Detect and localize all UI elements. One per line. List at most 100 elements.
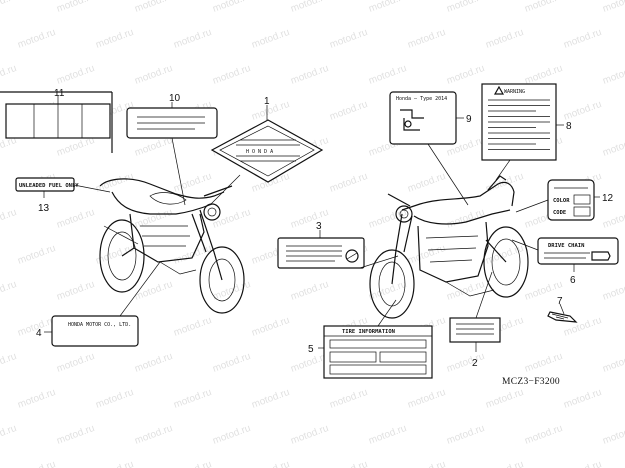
watermark-text: motod.ru xyxy=(445,351,486,375)
callout-1: 1 xyxy=(264,96,270,107)
label-2 xyxy=(449,271,501,352)
watermark-text: motod.ru xyxy=(0,0,18,15)
code-text: CODE xyxy=(553,210,566,216)
label-9: Honda — Type 2014 xyxy=(389,91,469,206)
watermark-text: motod.ru xyxy=(0,207,18,231)
watermark-text: motod.ru xyxy=(94,27,135,51)
watermark-text: motod.ru xyxy=(250,27,291,51)
watermark-text: motod.ru xyxy=(250,99,291,123)
watermark-text: motod.ru xyxy=(250,315,291,339)
watermark-text: motod.ru xyxy=(562,99,603,123)
drive-chain-text: DRIVE CHAIN xyxy=(548,243,584,249)
label-6: DRIVE CHAIN xyxy=(511,237,619,272)
callout-7: 7 xyxy=(557,296,563,307)
watermark-text: motod.ru xyxy=(562,459,603,468)
callout-12: 12 xyxy=(602,193,614,204)
watermark-text: motod.ru xyxy=(172,315,213,339)
watermark-text: motod.ru xyxy=(367,423,408,447)
watermark-text: motod.ru xyxy=(172,459,213,468)
watermark-text: motod.ru xyxy=(445,63,486,87)
callout-8: 8 xyxy=(566,121,572,132)
motorcycle-right xyxy=(369,175,529,319)
watermark-text: motod.ru xyxy=(484,243,525,267)
tire-info-text: TIRE INFORMATION xyxy=(342,329,395,335)
watermark-text: motod.ru xyxy=(172,387,213,411)
callout-4: 4 xyxy=(36,328,42,339)
watermark-text: motod.ru xyxy=(445,423,486,447)
watermark-text: motod.ru xyxy=(55,63,96,87)
watermark-text: motod.ru xyxy=(523,63,564,87)
callout-2: 2 xyxy=(472,358,478,369)
watermark-text: motod.ru xyxy=(289,207,330,231)
watermark-text: motod.ru xyxy=(94,171,135,195)
watermark-text: motod.ru xyxy=(55,423,96,447)
label-7 xyxy=(547,303,578,323)
watermark-text: motod.ru xyxy=(133,207,174,231)
watermark-text: motod.ru xyxy=(367,0,408,15)
label-3 xyxy=(277,230,399,269)
honda-type-text: Honda — Type 2014 xyxy=(396,96,447,102)
watermark-text: motod.ru xyxy=(0,279,18,303)
watermark-text: motod.ru xyxy=(328,27,369,51)
watermark-text: motod.ru xyxy=(601,207,625,231)
watermark-text: motod.ru xyxy=(328,387,369,411)
watermark-text: motod.ru xyxy=(133,351,174,375)
watermark-text: motod.ru xyxy=(445,0,486,15)
watermark-text: motod.ru xyxy=(172,27,213,51)
watermark-text: motod.ru xyxy=(406,459,447,468)
callout-10: 10 xyxy=(169,93,181,104)
warning-text: WARNING xyxy=(504,89,525,95)
label-5: TIRE INFORMATION xyxy=(318,299,433,379)
watermark-text: motod.ru xyxy=(16,387,57,411)
watermark-text: motod.ru xyxy=(0,423,18,447)
watermark-text: motod.ru xyxy=(211,351,252,375)
leader-8b xyxy=(495,159,511,181)
callout-6: 6 xyxy=(570,275,576,286)
watermark-text: motod.ru xyxy=(0,63,18,87)
watermark-text: motod.ru xyxy=(523,423,564,447)
watermark-text: motod.ru xyxy=(16,243,57,267)
watermark-text: motod.ru xyxy=(211,423,252,447)
watermark-text: motod.ru xyxy=(211,279,252,303)
watermark-text: motod.ru xyxy=(172,171,213,195)
watermark-text: motod.ru xyxy=(601,135,625,159)
watermark-text: motod.ru xyxy=(328,459,369,468)
watermark-text: motod.ru xyxy=(211,0,252,15)
watermark-text: motod.ru xyxy=(0,351,18,375)
watermark-text: motod.ru xyxy=(55,0,96,15)
watermark-text: motod.ru xyxy=(484,459,525,468)
watermark-text: motod.ru xyxy=(289,0,330,15)
watermark-text: motod.ru xyxy=(406,27,447,51)
watermark-text: motod.ru xyxy=(523,0,564,15)
watermark-text: motod.ru xyxy=(367,279,408,303)
label-4: HONDA MOTOR CO., LTD. xyxy=(44,261,161,347)
drawing-code: MCZ3−F3200 xyxy=(502,377,560,387)
watermark-text: motod.ru xyxy=(289,63,330,87)
watermark-text: motod.ru xyxy=(250,387,291,411)
callout-5: 5 xyxy=(308,344,314,355)
label-12: COLOR CODE xyxy=(515,179,600,221)
watermark-text: motod.ru xyxy=(289,423,330,447)
watermark-text: motod.ru xyxy=(601,0,625,15)
watermark-text: motod.ru xyxy=(211,63,252,87)
color-text: COLOR xyxy=(553,198,570,204)
motorcycle-left xyxy=(99,178,245,314)
watermark-text: motod.ru xyxy=(484,387,525,411)
label-13: UNLEADED FUEL ONLY xyxy=(15,177,111,198)
unleaded-fuel-text: UNLEADED FUEL ONLY xyxy=(19,183,79,189)
watermark-text: motod.ru xyxy=(133,63,174,87)
watermark-text: motod.ru xyxy=(289,279,330,303)
watermark-text: motod.ru xyxy=(406,243,447,267)
watermark-text: motod.ru xyxy=(55,207,96,231)
watermark-text: motod.ru xyxy=(484,27,525,51)
watermark-text: motod.ru xyxy=(94,459,135,468)
watermark-text: motod.ru xyxy=(406,387,447,411)
watermark-text: motod.ru xyxy=(16,459,57,468)
watermark-text: motod.ru xyxy=(562,387,603,411)
watermark-text: motod.ru xyxy=(445,207,486,231)
corner-frame xyxy=(0,91,113,153)
watermark-text: motod.ru xyxy=(16,27,57,51)
watermark-text: motod.ru xyxy=(601,63,625,87)
watermark-text: motod.ru xyxy=(601,351,625,375)
